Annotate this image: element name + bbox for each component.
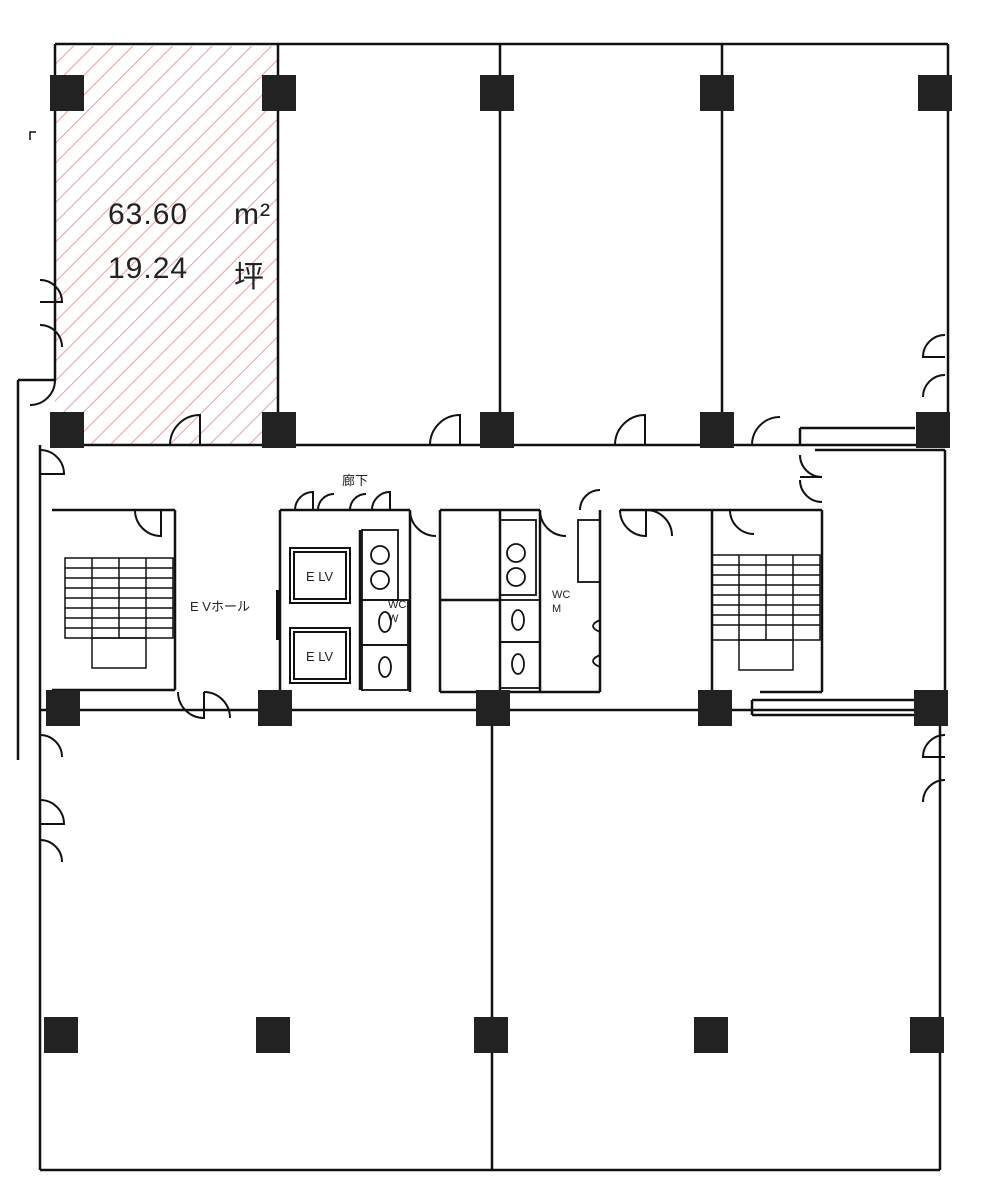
elevators [289,547,351,684]
tsubo-unit: 坪 [234,261,265,294]
elevator-2-label: E LV [306,649,334,664]
toilets [276,519,601,691]
corridor-label: 廊下 [342,473,369,488]
wc-men-label: WC M [552,589,571,615]
area-sqm: 63.60 [108,198,189,231]
stairs-east [711,554,821,671]
columns [44,75,952,1053]
area-tsubo: 19.24 [108,252,189,285]
doors [29,279,946,863]
corner-mark [29,131,36,140]
elevator-1-label: E LV [306,569,334,584]
wc-women-label: WC W [388,599,407,625]
stairs-west [64,557,174,669]
ev-hall-label: E Vホール [190,599,250,614]
highlighted-unit-area[interactable] [55,46,278,444]
sqm-unit: m² [234,198,271,231]
